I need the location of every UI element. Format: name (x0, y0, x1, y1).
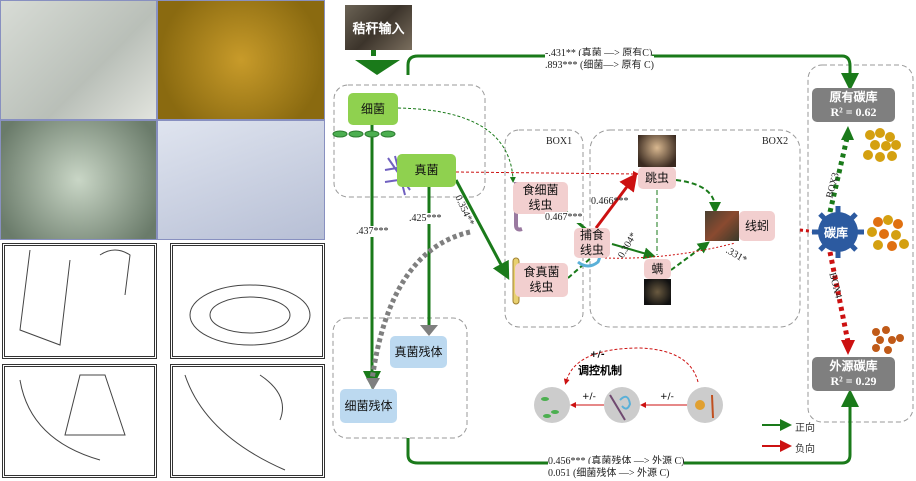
mite-image (644, 279, 671, 305)
path-bacterivore-to-predator: 0.467*** (545, 212, 583, 223)
regulation-pm-top: +/- (590, 350, 605, 360)
nematode-drawing-4 (170, 364, 325, 478)
path-bottom-1: 0.456*** (真菌残体 —> 外源 C) (548, 452, 685, 467)
regulation-title: 调控机制 (578, 364, 622, 377)
box1-label: BOX1 (546, 136, 573, 147)
path-fungal-residue: .425*** (409, 213, 442, 224)
nematode-drawing-1 (2, 243, 157, 359)
regulation-pm-2: +/- (582, 392, 596, 402)
node-carbon-pool: 碳库 (824, 226, 849, 240)
path-bacterial-residue: .437*** (356, 226, 389, 237)
straw-input-image: 秸秆输入 (345, 5, 412, 50)
legend-positive: 正向 (795, 423, 815, 434)
node-bacterial-residue: 细菌残体 (340, 389, 397, 423)
nematode-photo-4 (157, 120, 325, 240)
regulation-pm-1: +/- (660, 392, 674, 402)
box2-label: BOX2 (762, 136, 789, 147)
path-top-1: -.431** (真菌 —> 原有C) (545, 44, 653, 59)
node-collembola: 跳虫 (638, 167, 676, 189)
nematode-photo-2 (157, 0, 325, 120)
nematode-drawing-3 (2, 364, 157, 478)
node-fungivorous-nematode: 食真菌线虫 (515, 263, 568, 297)
nematode-photo-1 (0, 0, 157, 120)
node-enchytraeid: 线蚓 (739, 211, 775, 241)
node-mite: 螨 (644, 259, 671, 279)
path-bottom-2: 0.051 (细菌残体 —> 外源 C) (548, 464, 670, 479)
path-top-2: .893*** (细菌—> 原有 C) (545, 56, 654, 71)
node-fungal-residue: 真菌残体 (390, 336, 447, 368)
node-bacteria: 细菌 (348, 93, 398, 125)
node-predatory-nematode: 捕食线虫 (574, 228, 610, 258)
path-predator-to-collembola: 0.466*** (591, 196, 629, 207)
enchytraeid-image (705, 211, 739, 241)
nematode-photo-3 (0, 120, 157, 240)
straw-input-label: 秸秆输入 (352, 22, 405, 37)
node-bacterivorous-nematode: 食细菌线虫 (513, 182, 568, 214)
node-fungi: 真菌 (397, 154, 456, 187)
legend-negative: 负向 (795, 444, 815, 455)
collembola-image (638, 135, 676, 167)
nematode-drawing-2 (170, 243, 325, 359)
